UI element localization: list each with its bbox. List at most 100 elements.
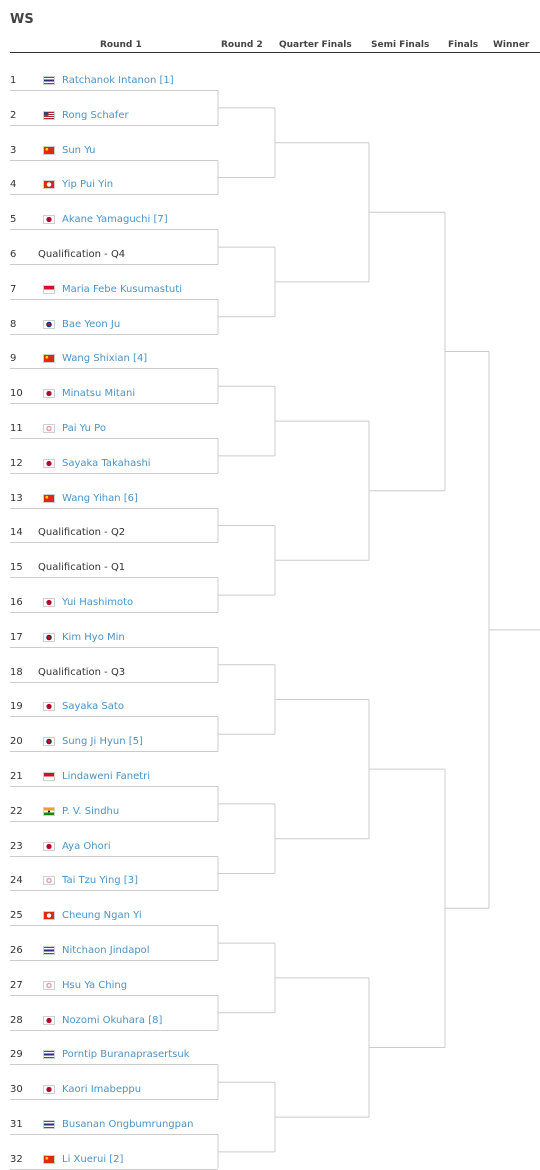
player-link[interactable]: Lindaweni Fanetri <box>62 771 151 782</box>
seed-number: 26 <box>10 945 23 956</box>
player-link[interactable]: Rong Schafer <box>62 109 129 121</box>
player-link[interactable]: Busanan Ongbumrungpan <box>62 1119 194 1130</box>
seed-number: 21 <box>10 771 23 782</box>
player-link[interactable]: Li Xuerui [2] <box>62 1153 124 1165</box>
seed-number: 24 <box>10 875 23 887</box>
player-link[interactable]: Yui Hashimoto <box>62 597 134 608</box>
entry-underline <box>10 1134 218 1135</box>
chinese-taipei-flag-icon <box>43 424 55 433</box>
player-link[interactable]: P. V. Sindhu <box>62 805 120 817</box>
india-flag-icon <box>43 806 55 816</box>
player-link[interactable]: Yip Pui Yin <box>62 179 114 191</box>
thailand-flag-icon <box>43 946 55 955</box>
qualifier-placeholder: Qualification - Q1 <box>38 562 126 574</box>
seed-number: 30 <box>10 1084 23 1096</box>
seed-number: 6 <box>10 249 17 260</box>
seed-number: 8 <box>10 318 17 330</box>
draw-entry: 26 Nitchaon Jindapol <box>10 944 220 961</box>
entry-underline <box>10 890 218 892</box>
japan-flag-icon <box>43 458 55 468</box>
qualifier-placeholder: Qualification - Q3 <box>38 666 126 678</box>
korea-flag-icon <box>43 632 55 642</box>
player-link[interactable]: Aya Ohori <box>62 840 111 852</box>
seed-number: 18 <box>10 666 23 678</box>
entry-underline <box>10 159 218 161</box>
player-link[interactable]: Wang Shixian [4] <box>62 353 148 365</box>
draw-entry: 25 Cheung Ngan Yi <box>10 909 220 927</box>
entry-underline <box>10 90 218 91</box>
player-link[interactable]: Ratchanok Intanon [1] <box>62 75 174 86</box>
player-link[interactable]: Sung Ji Hyun [5] <box>62 736 143 748</box>
draw-entry: 2 Rong Schafer <box>10 109 220 126</box>
player-link[interactable]: Tai Tzu Ying [3] <box>62 875 138 887</box>
seed-number: 5 <box>10 214 17 226</box>
player-link[interactable]: Pai Yu Po <box>62 423 106 434</box>
japan-flag-icon <box>43 215 55 225</box>
player-link[interactable]: Minatsu Mitani <box>62 388 136 400</box>
draw-entry: 18 Qualification - Q3 <box>10 666 220 683</box>
seed-number: 13 <box>10 492 23 504</box>
thailand-flag-icon <box>43 76 55 85</box>
player-link[interactable]: Akane Yamaguchi [7] <box>62 214 168 226</box>
seed-number: 16 <box>10 597 23 608</box>
entry-underline <box>10 264 218 265</box>
entry-underline <box>10 298 218 300</box>
chinese-taipei-flag-icon <box>43 980 55 990</box>
usa-flag-icon <box>43 110 55 120</box>
player-link[interactable]: Wang Yihan [6] <box>62 492 138 504</box>
player-link[interactable]: Sayaka Sato <box>62 701 124 713</box>
seed-number: 2 <box>10 109 17 121</box>
entry-underline <box>10 1064 218 1066</box>
header-divider <box>10 52 540 53</box>
entry-underline <box>10 368 218 370</box>
qualifier-placeholder: Qualification - Q4 <box>38 249 126 260</box>
player-link[interactable]: Cheung Ngan Yi <box>62 910 142 922</box>
entry-underline <box>10 716 218 718</box>
player-link[interactable]: Porntip Buranaprasertsuk <box>62 1049 190 1061</box>
entry-underline <box>10 229 218 231</box>
japan-flag-icon <box>43 598 55 607</box>
entry-underline <box>10 1029 218 1031</box>
entry-underline <box>10 333 218 335</box>
seed-number: 1 <box>10 75 17 86</box>
seed-number: 31 <box>10 1119 23 1130</box>
player-link[interactable]: Hsu Ya Ching <box>62 979 128 991</box>
player-link[interactable]: Bae Yeon Ju <box>62 318 121 330</box>
china-flag-icon <box>43 493 55 503</box>
draw-entry: 21 Lindaweni Fanetri <box>10 770 220 787</box>
hong-kong-flag-icon <box>43 911 55 921</box>
seed-number: 4 <box>10 179 17 191</box>
entry-underline <box>10 751 218 753</box>
seed-number: 25 <box>10 910 23 922</box>
seed-number: 32 <box>10 1153 23 1165</box>
draw-entry: 24 Tai Tzu Ying [3] <box>10 874 220 892</box>
player-link[interactable]: Sayaka Takahashi <box>62 457 151 469</box>
draw-entry: 5 Akane Yamaguchi [7] <box>10 213 220 231</box>
player-link[interactable]: Kaori Imabeppu <box>62 1084 142 1096</box>
japan-flag-icon <box>43 702 55 712</box>
entry-underline <box>10 681 218 683</box>
header-semi-finals: Semi Finals <box>371 40 430 50</box>
player-link[interactable]: Maria Febe Kusumastuti <box>62 283 182 295</box>
player-link[interactable]: Nitchaon Jindapol <box>62 945 150 956</box>
entry-underline <box>10 925 218 927</box>
player-link[interactable]: Kim Hyo Min <box>62 631 125 643</box>
player-link[interactable]: Sun Yu <box>62 144 96 156</box>
entry-underline <box>10 542 218 544</box>
player-link[interactable]: Nozomi Okuhara [8] <box>62 1014 163 1026</box>
seed-number: 27 <box>10 979 23 991</box>
draw-entry: 1 Ratchanok Intanon [1] <box>10 74 220 91</box>
indonesia-flag-icon <box>43 772 55 781</box>
japan-flag-icon <box>43 1085 55 1095</box>
china-flag-icon <box>43 145 55 155</box>
